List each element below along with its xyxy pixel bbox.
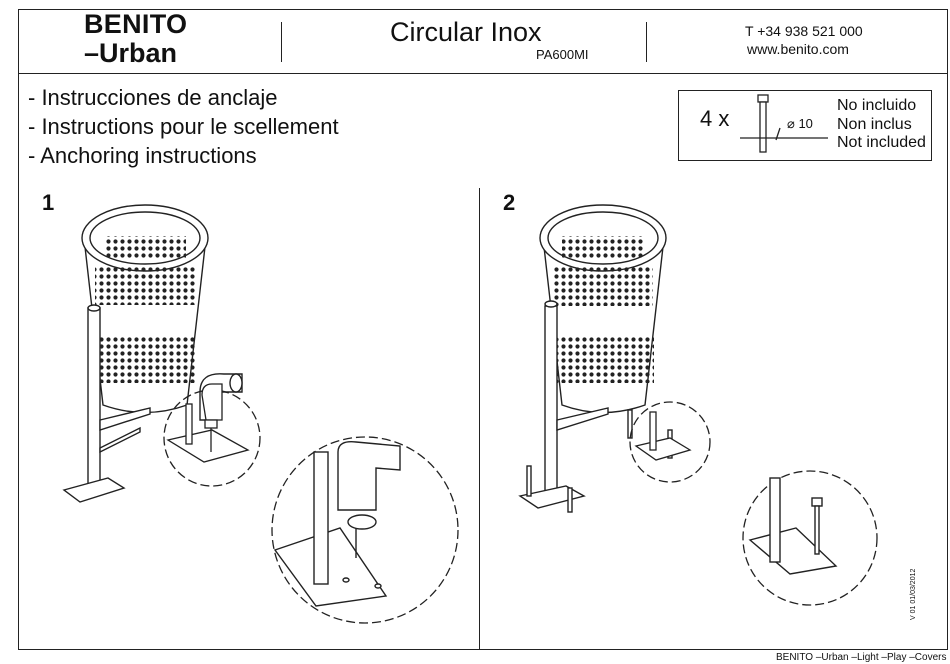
diameter-label: ⌀ 10 (787, 116, 813, 132)
bolt-icon (740, 94, 828, 153)
fixing-info-box (678, 90, 932, 161)
note-es: No incluido (837, 97, 917, 114)
footer-brands: BENITO –Urban –Light –Play –Covers (776, 652, 947, 663)
detail-circle-small-step2 (629, 401, 711, 483)
product-code: PA600MI (536, 47, 589, 62)
phone-number: T +34 938 521 000 (745, 23, 863, 39)
instruction-title-es: - Instrucciones de anclaje (28, 85, 278, 110)
version-stamp: V 01 01/03/2012 (910, 568, 917, 620)
steps-divider (479, 188, 480, 650)
diameter-value: 10 (798, 116, 813, 131)
website: www.benito.com (747, 41, 849, 57)
detail-circle-large-step1 (271, 436, 459, 624)
instruction-title-fr: - Instructions pour le scellement (28, 114, 339, 139)
detail-step2-large-parts (748, 477, 838, 575)
note-fr: Non inclus (837, 116, 912, 133)
header-separator (281, 22, 282, 62)
diameter-symbol: ⌀ (787, 116, 795, 131)
bin-illustration-step2 (518, 204, 673, 513)
detail-step1-large-parts (273, 441, 401, 607)
step-number-2: 2 (503, 190, 516, 215)
brand-subline: –Urban (84, 38, 178, 68)
note-en: Not included (837, 134, 926, 151)
header-separator (646, 22, 647, 62)
brand-name: BENITO (84, 9, 188, 39)
instruction-title-en: - Anchoring instructions (28, 143, 257, 168)
detail-circle-large-step2 (742, 470, 878, 606)
detail-step2-small-parts (634, 411, 692, 461)
sheet-frame (18, 9, 948, 650)
fixing-quantity: 4 x (700, 106, 730, 131)
header-divider (18, 73, 948, 74)
bin-illustration-step1 (62, 204, 243, 503)
detail-step1-small-parts (166, 383, 250, 463)
step-number-1: 1 (42, 190, 55, 215)
product-title: Circular Inox (390, 17, 542, 47)
